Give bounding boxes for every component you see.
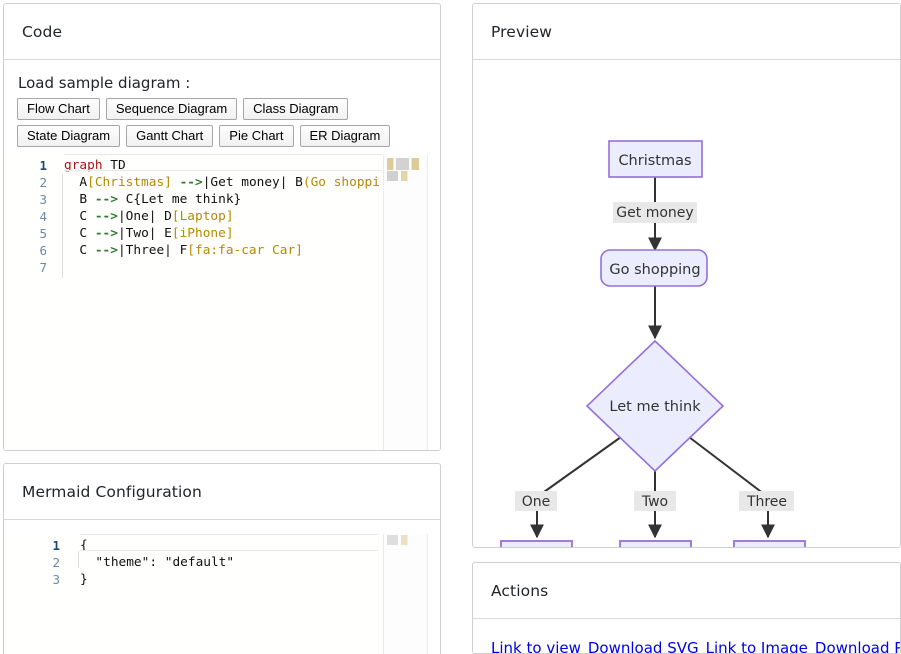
actions-panel-body: Link to view Download SVG Link to Image …	[473, 619, 900, 654]
mermaid-flowchart: Christmas Go shopping Let me think Lapto…	[473, 60, 900, 547]
code-editor[interactable]: 1234567 graph TD A[Christmas] -->|Get mo…	[4, 154, 440, 451]
config-editor[interactable]: 123 { "theme": "default"}	[4, 534, 440, 654]
sample-button-flow-chart[interactable]: Flow Chart	[17, 98, 100, 120]
actions-panel-header: Actions	[473, 563, 900, 619]
minimap-content-line-2	[387, 171, 424, 181]
edge-label-three-text: Three	[746, 494, 787, 510]
config-editor-line-numbers: 123	[4, 534, 70, 654]
preview-panel-header: Preview	[473, 4, 900, 60]
line-number-6: 6	[4, 242, 56, 259]
config-panel-title: Mermaid Configuration	[22, 483, 202, 501]
line-number-1: 1	[4, 537, 70, 554]
sample-buttons: Flow Chart Sequence Diagram Class Diagra…	[4, 98, 440, 147]
config-editor-minimap[interactable]	[383, 534, 427, 654]
edge-label-one: One	[515, 491, 557, 511]
mermaid-configuration-panel: Mermaid Configuration 123 { "theme": "de…	[3, 463, 441, 654]
code-editor-scrollbar[interactable]	[427, 154, 440, 451]
code-panel: Code Load sample diagram : Flow Chart Se…	[3, 3, 441, 451]
preview-panel-title: Preview	[491, 23, 552, 41]
actions-panel-title: Actions	[491, 582, 548, 600]
preview-panel-body: Christmas Go shopping Let me think Lapto…	[473, 60, 900, 547]
line-number-3: 3	[4, 191, 56, 208]
flowchart-node-go-shopping[interactable]: Go shopping	[601, 250, 707, 286]
code-editor-minimap[interactable]	[383, 154, 427, 451]
config-editor-scrollbar[interactable]	[427, 534, 440, 654]
sample-buttons-row-1: Flow Chart Sequence Diagram Class Diagra…	[17, 98, 440, 120]
line-number-1: 1	[4, 157, 56, 174]
config-indent-guide	[78, 551, 79, 568]
edge-label-one-text: One	[522, 494, 551, 510]
minimap-content-line-1	[387, 158, 424, 170]
sample-button-sequence-diagram[interactable]: Sequence Diagram	[106, 98, 237, 120]
config-panel-body: 123 { "theme": "default"}	[4, 534, 440, 654]
code-panel-header: Code	[4, 4, 440, 60]
line-number-4: 4	[4, 208, 56, 225]
flowchart-node-go-shopping-label: Go shopping	[609, 262, 700, 278]
sample-button-class-diagram[interactable]: Class Diagram	[243, 98, 348, 120]
download-png[interactable]: Download PNG	[815, 639, 901, 654]
sample-button-pie-chart[interactable]: Pie Chart	[219, 125, 293, 147]
flowchart-node-christmas-label: Christmas	[618, 153, 691, 169]
sample-button-gantt-chart[interactable]: Gantt Chart	[126, 125, 213, 147]
download-svg[interactable]: Download SVG	[588, 639, 699, 654]
line-number-2: 2	[4, 554, 70, 571]
edge-C-F	[689, 437, 768, 537]
preview-panel: Preview	[472, 3, 901, 548]
config-panel-header: Mermaid Configuration	[4, 464, 440, 520]
edge-label-two: Two	[634, 491, 676, 511]
flowchart-node-let-me-think-label: Let me think	[609, 399, 701, 415]
line-number-7: 7	[4, 259, 56, 276]
config-minimap-content	[387, 535, 424, 545]
code-panel-title: Code	[22, 23, 62, 41]
edge-C-D	[537, 437, 621, 537]
flowchart-node-car[interactable]: Ca	[734, 541, 805, 547]
edge-label-get-money: Get money	[613, 202, 697, 223]
code-panel-body: Load sample diagram : Flow Chart Sequenc…	[4, 60, 440, 451]
sample-buttons-row-2: State Diagram Gantt Chart Pie Chart ER D…	[17, 125, 440, 147]
code-editor-line-numbers: 1234567	[4, 154, 56, 451]
edge-label-two-text: Two	[641, 494, 668, 510]
link-to-view[interactable]: Link to view	[491, 639, 581, 654]
actions-panel: Actions Link to view Download SVG Link t…	[472, 562, 901, 654]
sample-button-state-diagram[interactable]: State Diagram	[17, 125, 120, 147]
flowchart-node-let-me-think[interactable]: Let me think	[587, 341, 723, 471]
load-sample-label: Load sample diagram :	[4, 60, 440, 98]
flowchart-node-iphone[interactable]: iPhone	[620, 541, 691, 547]
line-number-3: 3	[4, 571, 70, 588]
flowchart-node-laptop[interactable]: Laptop	[501, 541, 572, 547]
line-number-2: 2	[4, 174, 56, 191]
link-to-image[interactable]: Link to Image	[706, 639, 808, 654]
edge-label-three: Three	[739, 491, 794, 511]
flowchart-node-christmas[interactable]: Christmas	[609, 141, 702, 177]
sample-button-er-diagram[interactable]: ER Diagram	[300, 125, 391, 147]
edge-label-get-money-text: Get money	[616, 205, 693, 221]
line-number-5: 5	[4, 225, 56, 242]
indent-guide	[62, 174, 63, 278]
